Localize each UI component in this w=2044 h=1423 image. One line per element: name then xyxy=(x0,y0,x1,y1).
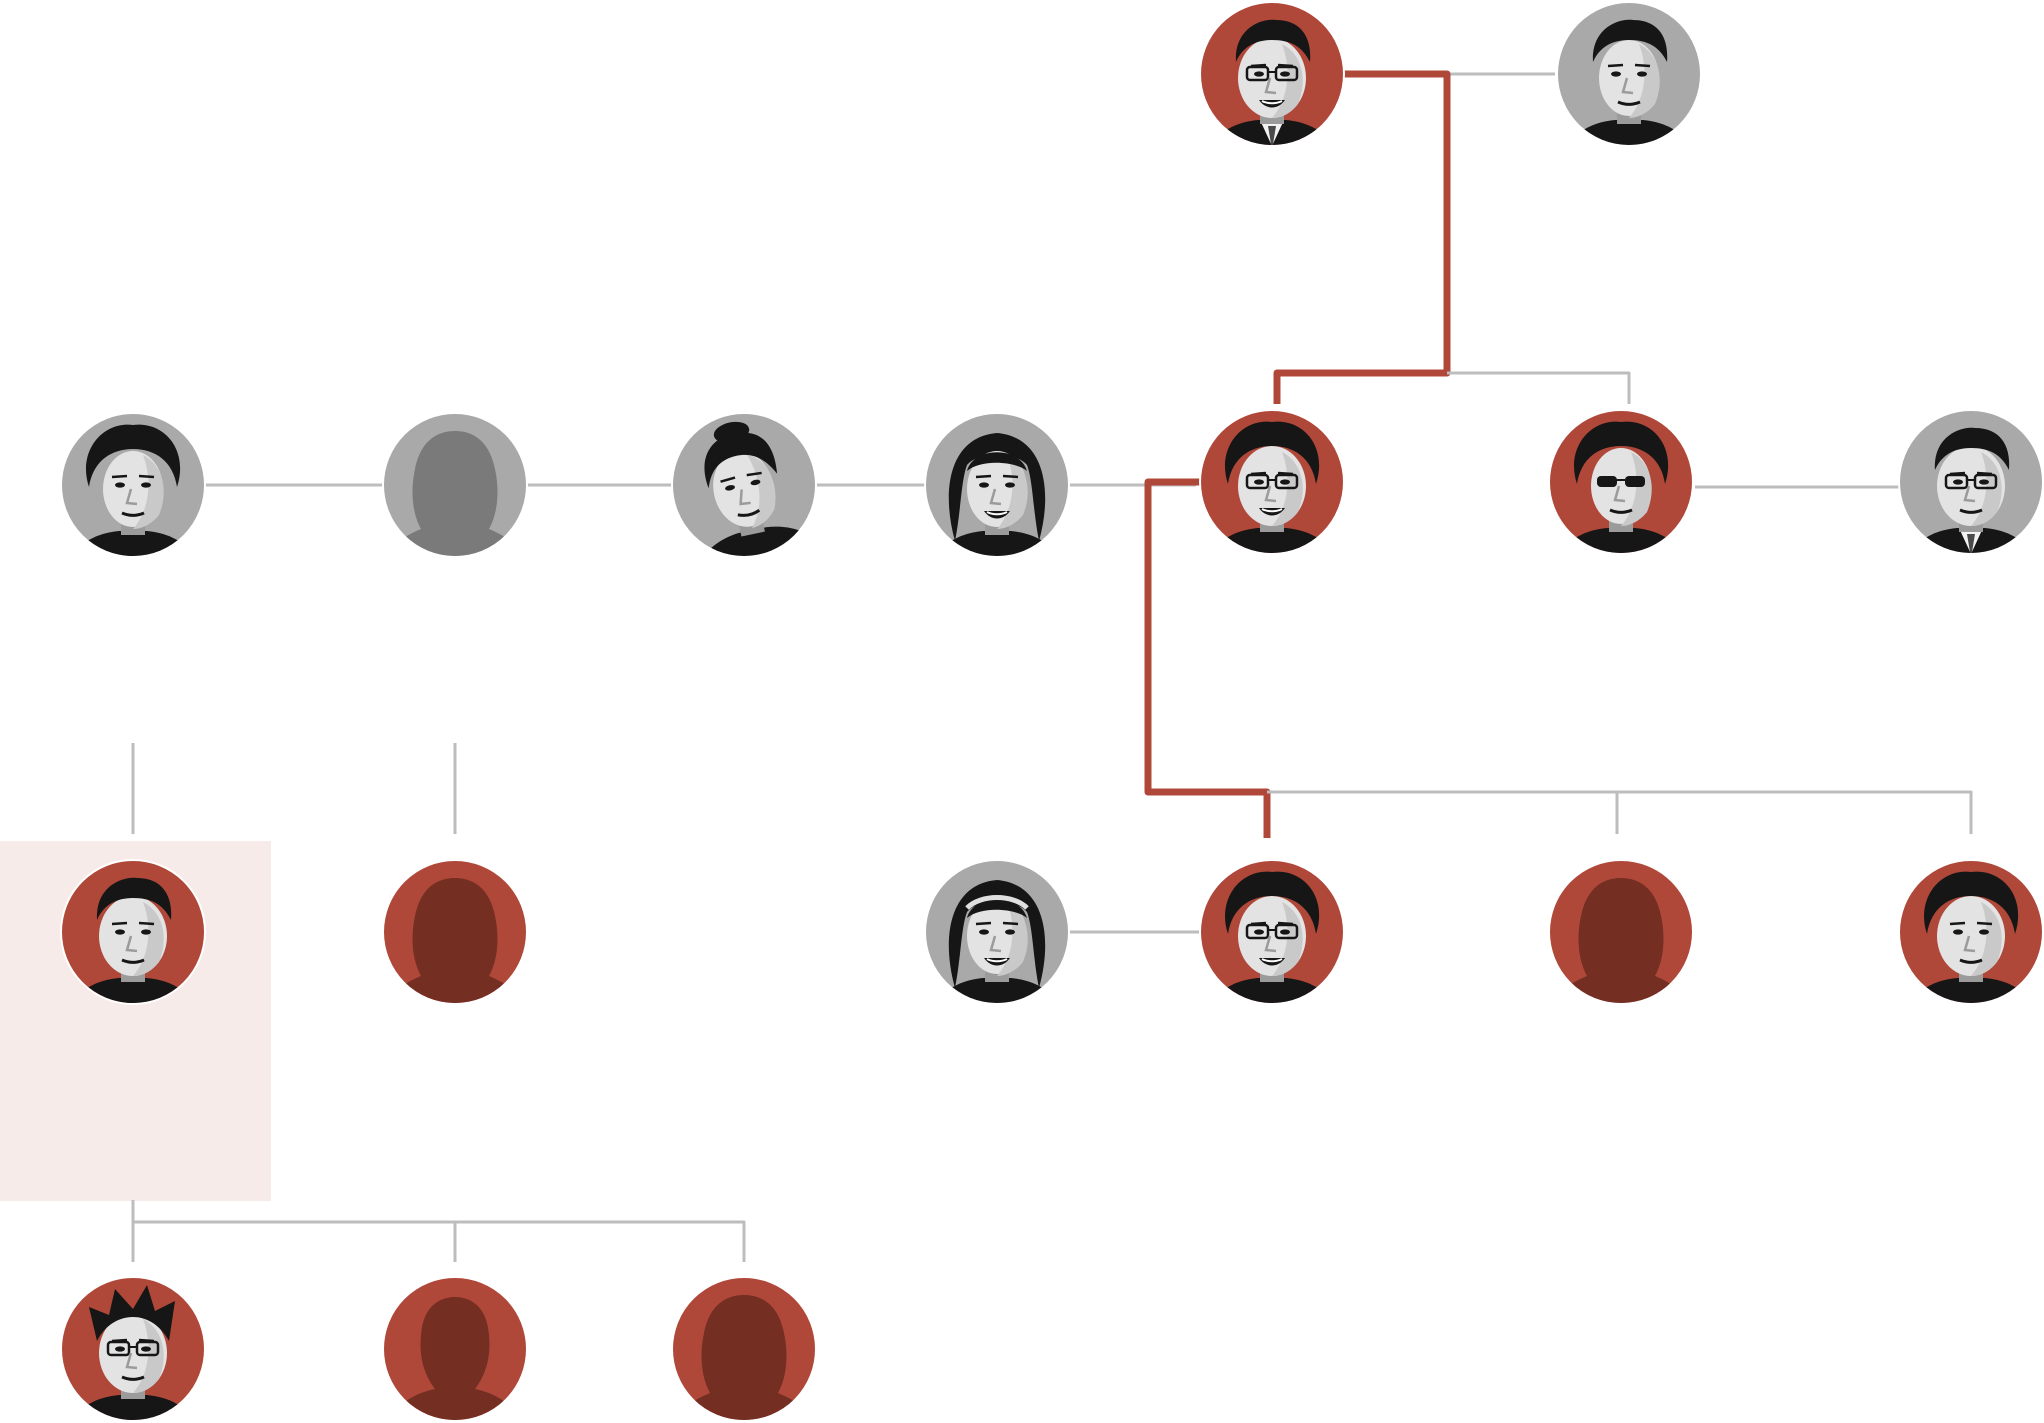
silhouette-woman-icon xyxy=(673,1295,815,1420)
person-gen4-child-c[interactable] xyxy=(671,1276,817,1423)
person-gen2-wife-d[interactable] xyxy=(924,412,1070,571)
silhouette-woman-icon xyxy=(384,431,526,556)
silhouette-woman-icon xyxy=(1550,878,1692,1003)
portrait-woman-curly-hair-icon xyxy=(67,424,199,556)
parent-line-gen2-leader-to-gen3-child-d xyxy=(1617,790,1973,834)
person-gen2-sister[interactable] xyxy=(1548,409,1694,568)
portrait-man-glasses-icon xyxy=(1206,871,1338,1003)
person-gen4-child-b[interactable] xyxy=(382,1276,528,1423)
person-gen3-wife[interactable] xyxy=(924,859,1070,1018)
portrait-man-curly-hair-icon xyxy=(1905,871,2037,1003)
portrait-woman-headband-icon xyxy=(931,880,1063,1003)
portrait-man-suit-glasses-icon xyxy=(1905,427,2037,553)
person-gen2-wife-a[interactable] xyxy=(60,412,206,571)
lineage-line-gen2-leader-to-gen3-leader xyxy=(1144,478,1271,838)
portrait-woman-smiling-icon xyxy=(931,433,1063,556)
portrait-smiling-glasses-icon xyxy=(1206,19,1338,145)
person-gen2-wife-c[interactable] xyxy=(665,409,825,583)
portrait-woman-icon xyxy=(1563,19,1695,145)
portrait-man-glasses-icon xyxy=(1206,421,1338,553)
person-gen3-child-d[interactable] xyxy=(1898,859,2044,1018)
silhouette-woman-icon xyxy=(384,878,526,1003)
person-gen1-wife[interactable] xyxy=(1556,1,1702,160)
person-gen3-child-b[interactable] xyxy=(382,859,528,1018)
parent-line-gen3-son-a-to-gen4-child-b xyxy=(133,1220,746,1262)
parent-line-gen1-patriarch-to-gen2-sister xyxy=(1447,371,1631,404)
person-gen1-patriarch[interactable] xyxy=(1199,1,1345,160)
person-gen2-wife-b[interactable] xyxy=(382,412,528,571)
silhouette-man-icon xyxy=(385,1297,525,1420)
portrait-man-short-hair-icon xyxy=(67,877,199,1003)
person-gen3-child-c[interactable] xyxy=(1548,859,1694,1018)
person-gen4-son-a[interactable] xyxy=(60,1276,206,1423)
person-gen3-leader[interactable] xyxy=(1199,859,1345,1018)
portrait-woman-sunglasses-icon xyxy=(1555,421,1687,553)
portrait-young-man-glasses-icon xyxy=(67,1285,199,1420)
person-gen2-sister-husband[interactable] xyxy=(1898,409,2044,568)
person-gen3-son-a[interactable] xyxy=(60,859,206,1018)
person-gen2-leader[interactable] xyxy=(1199,409,1345,568)
parent-line-gen2-leader-to-gen3-child-c xyxy=(1267,790,1619,834)
